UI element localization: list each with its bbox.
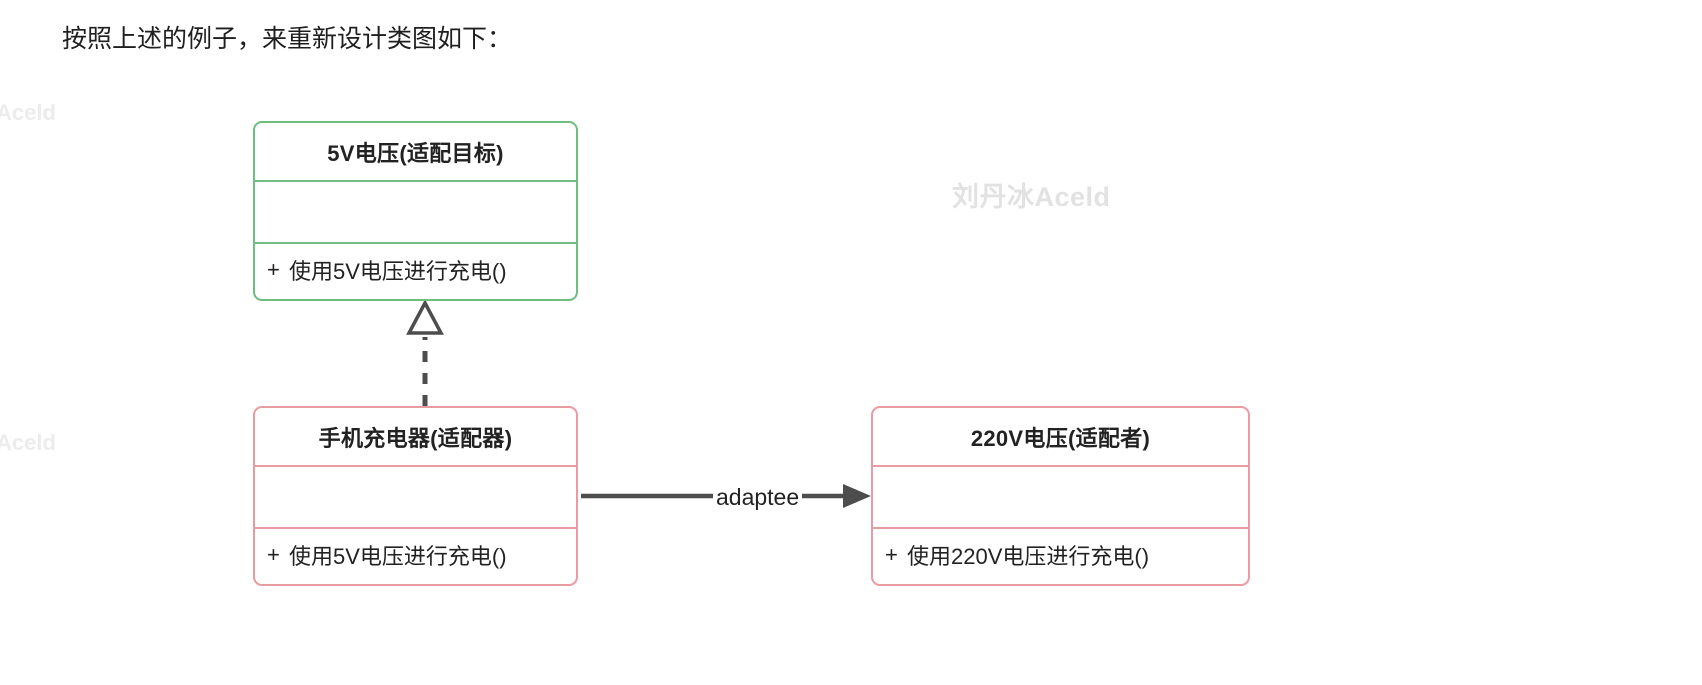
hollow-triangle-arrowhead-icon [406, 299, 444, 335]
class-box-adaptee[interactable]: 220V电压(适配者) + 使用220V电压进行充电() [871, 406, 1250, 586]
method-signature: 使用5V电压进行充电() [289, 543, 507, 569]
method-signature: 使用5V电压进行充电() [289, 258, 507, 284]
watermark-bottom-left: Aceld [0, 430, 56, 455]
filled-arrowhead-icon [843, 484, 871, 508]
visibility-marker: + [267, 256, 280, 282]
visibility-marker: + [885, 541, 898, 567]
class-methods-target: + 使用5V电压进行充电() [255, 244, 576, 295]
class-methods-adaptee: + 使用220V电压进行充电() [873, 529, 1248, 580]
page-title: 按照上述的例子，来重新设计类图如下： [62, 25, 513, 53]
method-signature: 使用220V电压进行充电() [907, 543, 1150, 569]
class-name-label: 手机充电器(适配器) [318, 425, 513, 451]
realization-connector [406, 299, 444, 406]
class-attributes-adapter [255, 467, 576, 529]
class-methods-adapter: + 使用5V电压进行充电() [255, 529, 576, 580]
visibility-marker: + [267, 541, 280, 567]
class-box-adapter[interactable]: 手机充电器(适配器) + 使用5V电压进行充电() [253, 406, 578, 586]
class-box-target[interactable]: 5V电压(适配目标) + 使用5V电压进行充电() [253, 121, 578, 301]
class-title-target: 5V电压(适配目标) [255, 123, 576, 182]
watermark-top-left: Aceld [0, 100, 56, 125]
class-attributes-target [255, 182, 576, 244]
class-name-label: 220V电压(适配者) [970, 425, 1151, 451]
association-label: adaptee [713, 484, 803, 511]
class-title-adaptee: 220V电压(适配者) [873, 408, 1248, 467]
class-title-adapter: 手机充电器(适配器) [255, 408, 576, 467]
class-attributes-adaptee [873, 467, 1248, 529]
watermark-center: 刘丹冰Aceld [952, 182, 1111, 212]
class-name-label: 5V电压(适配目标) [327, 140, 504, 166]
